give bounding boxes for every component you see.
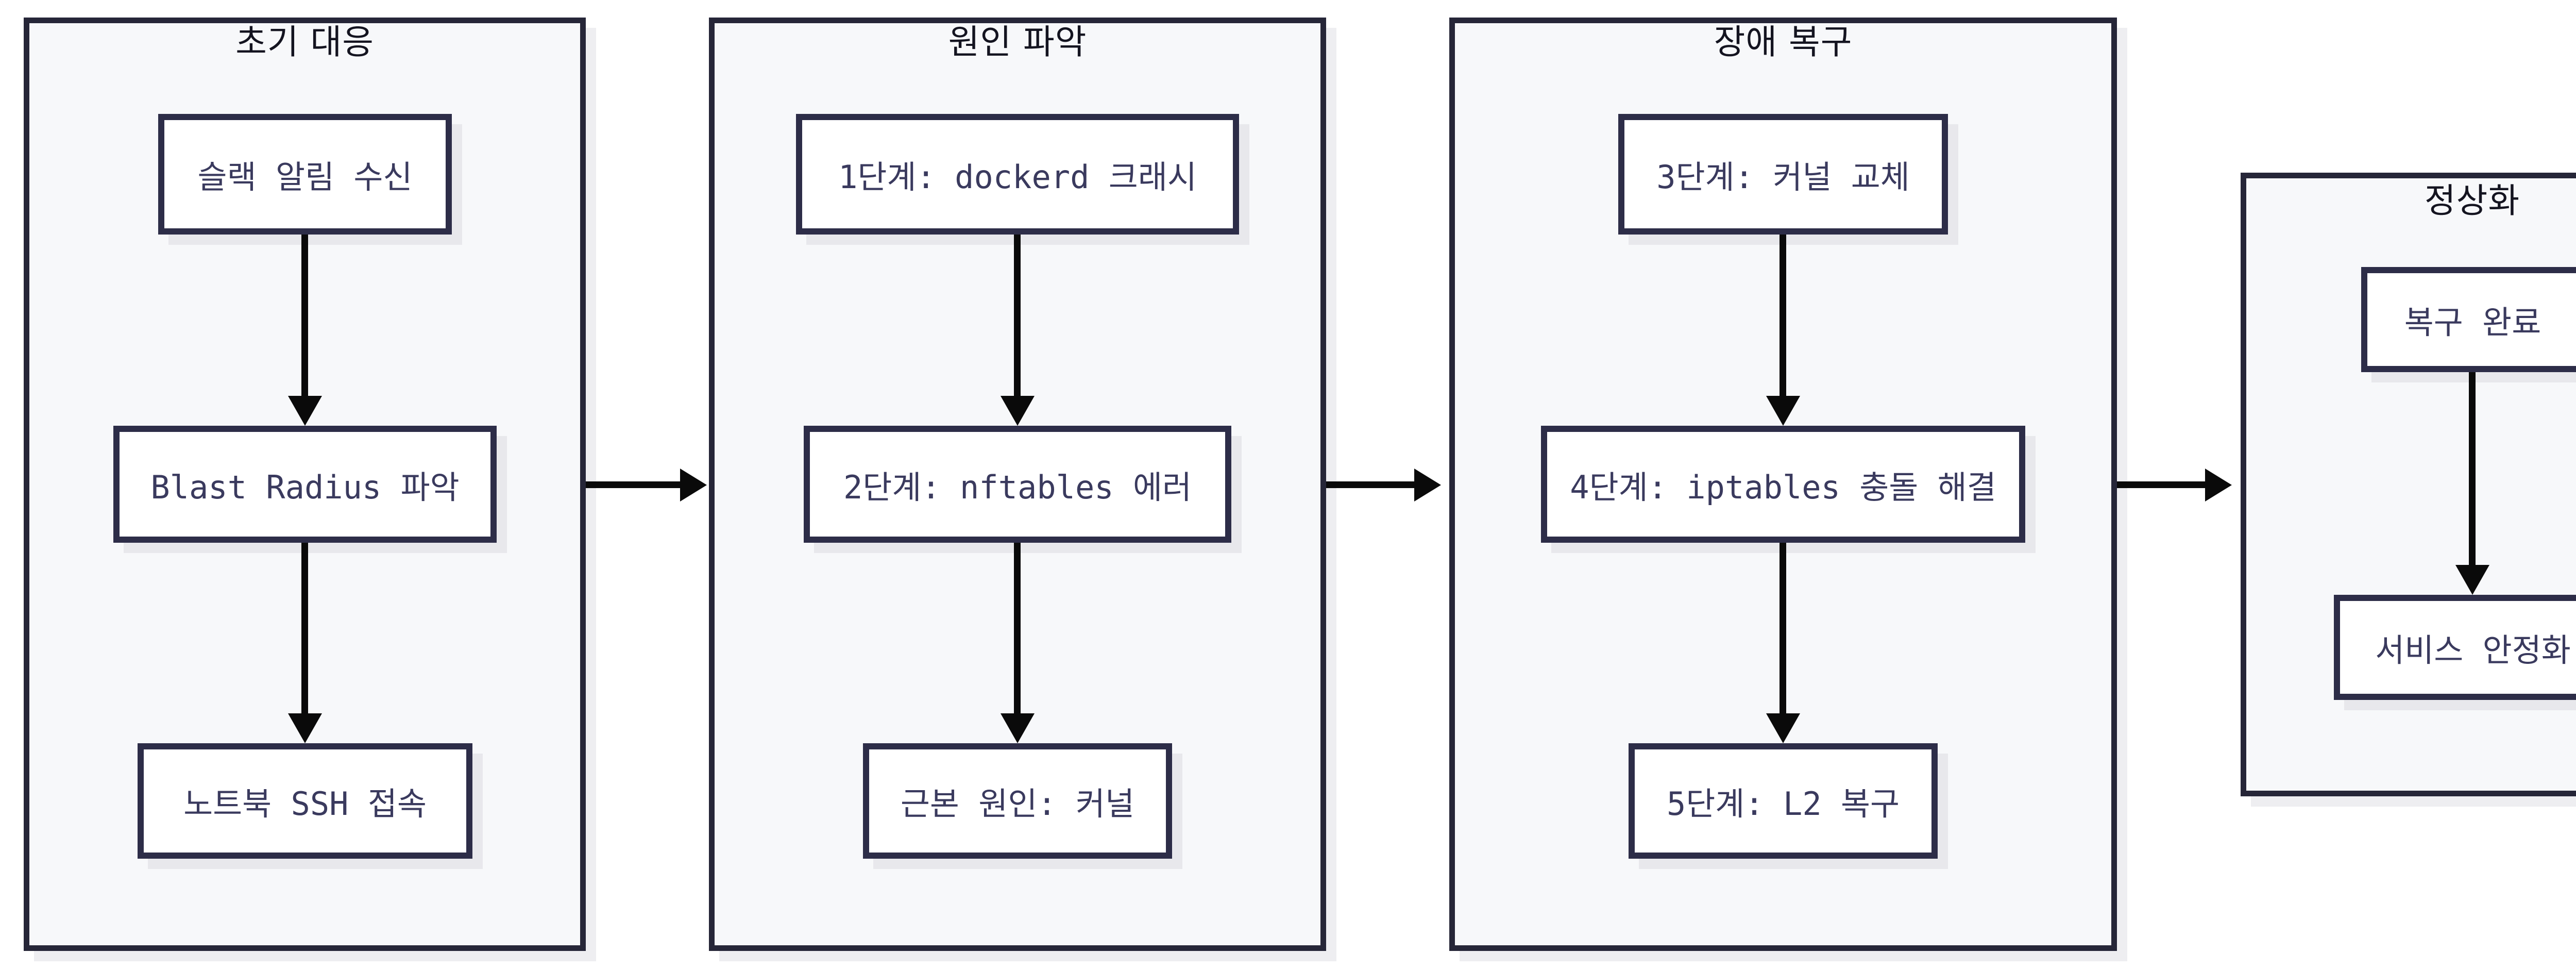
node-step1-dockerd-crash: 1단계: dockerd 크래시 (796, 114, 1239, 235)
node-label: 5단계: L2 복구 (1666, 785, 1900, 823)
node-blast-radius: Blast Radius 파악 (113, 426, 497, 543)
node-label: 2단계: nftables 에러 (843, 468, 1192, 506)
cluster-title-initial-response: 초기 대응 (235, 22, 374, 62)
node-label: 노트북 SSH 접속 (183, 785, 427, 823)
arrowhead-down-icon (288, 396, 322, 426)
node-label: 4단계: iptables 충돌 해결 (1570, 468, 1996, 506)
arrowhead-down-icon (1001, 713, 1035, 743)
arrow-step1-to-step2 (1014, 235, 1021, 396)
node-root-cause-kernel: 근본 원인: 커널 (863, 743, 1172, 859)
arrow-recovery-to-stabilized (2469, 372, 2476, 565)
node-label: 복구 완료 (2404, 304, 2541, 341)
arrowhead-right-icon (680, 469, 707, 502)
arrow-cause-to-recovery (1326, 481, 1414, 488)
node-label: Blast Radius 파악 (150, 468, 460, 506)
node-service-stabilized: 서비스 안정화 (2334, 595, 2576, 700)
arrowhead-down-icon (1766, 396, 1800, 426)
node-step2-nftables-error: 2단계: nftables 에러 (804, 426, 1231, 543)
arrowhead-down-icon (1001, 396, 1035, 426)
arrowhead-right-icon (1414, 469, 1441, 502)
cluster-title-cause-analysis: 원인 파악 (948, 22, 1087, 62)
arrow-step4-to-step5 (1780, 543, 1786, 713)
arrowhead-right-icon (2205, 469, 2232, 502)
cluster-title-normalization: 정상화 (2424, 181, 2520, 221)
arrowhead-down-icon (288, 713, 322, 743)
arrow-initial-to-cause (586, 481, 680, 488)
node-ssh-access: 노트북 SSH 접속 (138, 743, 472, 859)
node-slack-alert: 슬랙 알림 수신 (158, 114, 452, 235)
arrow-step3-to-step4 (1780, 235, 1786, 396)
node-step5-l2-recovery: 5단계: L2 복구 (1629, 743, 1938, 859)
arrow-recovery-to-normalization (2117, 481, 2205, 488)
node-label: 근본 원인: 커널 (900, 785, 1135, 823)
node-recovery-complete: 복구 완료 (2361, 267, 2576, 372)
arrowhead-down-icon (1766, 713, 1800, 743)
node-step3-kernel-replace: 3단계: 커널 교체 (1618, 114, 1948, 235)
node-label: 슬랙 알림 수신 (197, 158, 413, 196)
arrowhead-down-icon (2455, 565, 2489, 595)
node-step4-iptables-conflict: 4단계: iptables 충돌 해결 (1541, 426, 2025, 543)
arrow-step2-to-rootcause (1014, 543, 1021, 713)
node-label: 서비스 안정화 (2375, 631, 2571, 669)
cluster-normalization (2241, 173, 2576, 796)
node-label: 1단계: dockerd 크래시 (838, 158, 1197, 196)
cluster-title-failure-recovery: 장애 복구 (1714, 22, 1853, 62)
arrow-blast-to-ssh (301, 543, 308, 713)
arrow-slack-to-blast (301, 235, 308, 396)
node-label: 3단계: 커널 교체 (1656, 158, 1910, 196)
